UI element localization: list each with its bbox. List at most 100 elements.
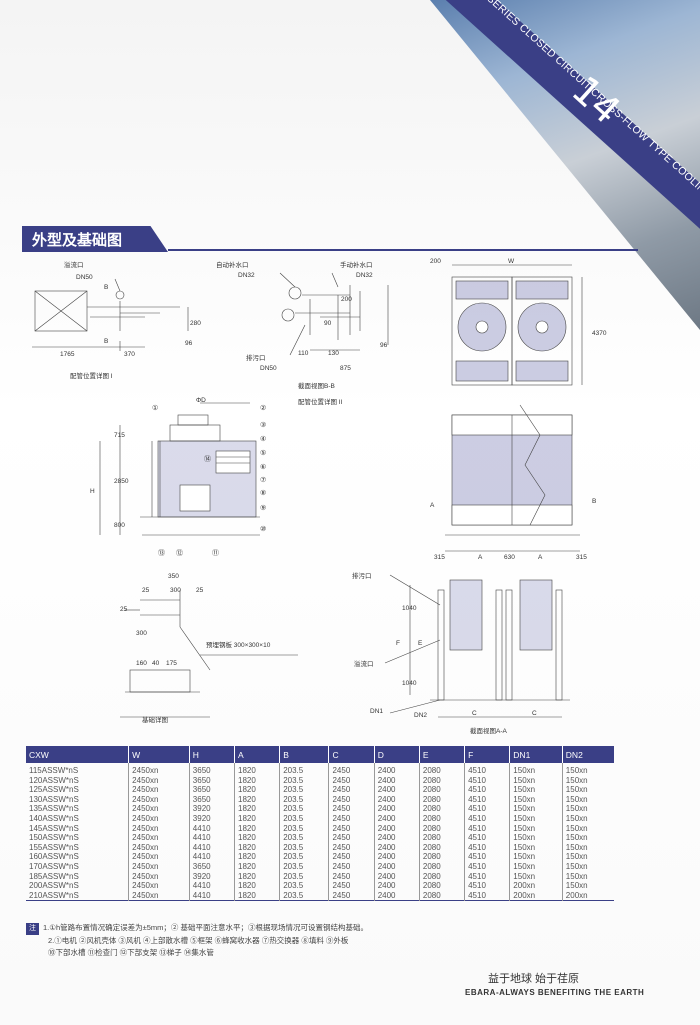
note-line: ⑩下部水槽 ⑪检查门 ⑫下部支架 ⑬梯子 ⑭集水管	[48, 948, 214, 957]
callout-10: ⑩	[260, 525, 266, 533]
label-drain: 排污口	[246, 353, 266, 362]
table-cell: 3650	[189, 775, 236, 786]
table-header-row: CXW W H A B C D E F DN1 DN2	[26, 746, 614, 763]
label-pipe-detail-1: 配管位置详图 I	[70, 371, 113, 380]
table-cell: 200xn	[509, 881, 563, 891]
callout-14: ⑭	[204, 455, 211, 463]
note-text: 1.①h管路布置情况确定误差为±5mm；② 基础平面注意水平；③根据现场情况可设…	[43, 923, 369, 932]
dim-90: 90	[324, 320, 332, 327]
dim-200: 200	[341, 296, 352, 303]
table-cell: 150xn	[565, 871, 588, 881]
section-tab	[22, 226, 168, 252]
callout-3: ③	[260, 421, 266, 429]
table-cell: 4510	[464, 842, 511, 853]
table-cell: 2450xn	[128, 861, 190, 872]
col-header: DN2	[562, 746, 614, 763]
dim-315: 315	[576, 554, 587, 561]
table-cell: 2450xn	[128, 881, 190, 891]
pipe-detail-2-drawing	[279, 272, 389, 356]
table-cell: 4510	[464, 785, 511, 795]
section-rule	[168, 249, 638, 251]
table-cell: 150xn	[565, 833, 588, 843]
callout-1: ①	[152, 404, 158, 412]
slogan-cn: 益于地球 始于荏原	[488, 973, 580, 985]
dim-315: 315	[434, 554, 445, 561]
dim-175: 175	[166, 660, 177, 667]
label-f: F	[396, 640, 400, 647]
table-cell: 130ASSW*nS	[26, 794, 130, 805]
label-b: B	[592, 498, 596, 505]
table-cell: 2080	[419, 794, 466, 805]
technical-drawings: 溢流口 DN50 B B 1765 370 280 96 配管位置详图 I 自动…	[32, 258, 607, 735]
table-cell: 150xn	[565, 813, 588, 823]
label-e: E	[418, 640, 423, 647]
table-cell: 203.5	[279, 763, 330, 776]
table-cell: 1820	[234, 852, 281, 862]
table-cell: 4510	[464, 871, 511, 882]
table-cell: 2450	[328, 833, 375, 843]
label-dn2: DN2	[414, 712, 427, 719]
table-cell: 2450xn	[128, 833, 190, 843]
table-cell: 2080	[419, 852, 466, 862]
label-dn50: DN50	[76, 274, 93, 281]
table-cell: 2400	[374, 775, 420, 786]
table-cell: 2450	[328, 785, 375, 795]
table-cell: 2400	[374, 813, 420, 824]
table-cell: 4410	[189, 842, 236, 853]
section-title: 外型及基础图	[32, 232, 123, 249]
dim-800: 800	[114, 522, 125, 529]
table-cell: 150xn	[509, 842, 563, 853]
table-cell: 2080	[419, 881, 466, 891]
dim-200: 200	[430, 258, 441, 265]
table-cell: 2450	[328, 813, 375, 824]
col-header: E	[419, 746, 466, 763]
table-cell: 203.5	[279, 823, 330, 834]
table-cell: 1820	[234, 823, 281, 834]
callout-9: ⑨	[260, 504, 266, 512]
table-cell: 2450	[328, 852, 375, 862]
dim-370: 370	[124, 351, 135, 358]
dim-280: 280	[190, 320, 201, 327]
table-cell: 2450xn	[128, 823, 190, 834]
table-cell: 2450	[328, 861, 375, 872]
table-cell: 150xn	[509, 804, 563, 814]
table-cell: 203.5	[279, 890, 330, 901]
table-cell: 1820	[234, 881, 281, 891]
dim-1765: 1765	[60, 351, 75, 358]
table-cell: 2450	[328, 763, 375, 776]
table-cell: 150xn	[565, 775, 588, 785]
table-cell: 203.5	[279, 794, 330, 805]
table-cell: 1820	[234, 813, 281, 824]
table-cell: 150xn	[509, 794, 563, 805]
dim-350: 350	[168, 573, 179, 580]
table-cell: 3650	[189, 785, 236, 795]
table-cell: 2450xn	[128, 852, 190, 862]
table-cell: 203.5	[279, 861, 330, 872]
table-cell: 2450xn	[128, 794, 190, 805]
table-cell: 125ASSW*nS	[26, 785, 130, 795]
table-cell: 1820	[234, 763, 281, 776]
dim-25: 25	[196, 587, 204, 594]
dim-1040: 1040	[402, 605, 417, 612]
table-cell: 4410	[189, 833, 236, 843]
foundation-detail-drawing	[120, 590, 298, 718]
table-cell: 2080	[419, 861, 466, 872]
slogan-en: EBARA-ALWAYS BENEFITING THE EARTH	[465, 988, 645, 997]
label-embedded-plate: 预埋钢板 300×300×10	[206, 640, 271, 649]
table-cell: 203.5	[279, 785, 330, 795]
table-cell: 1820	[234, 804, 281, 814]
table-cell: 120ASSW*nS	[26, 775, 130, 786]
table-cell: 150xn	[565, 881, 588, 891]
label-auto-refill: 自动补水口	[216, 260, 249, 269]
label-drain: 排污口	[352, 571, 372, 580]
label-b: B	[104, 338, 108, 345]
table-cell: 150xn	[509, 861, 563, 872]
table-cell: 2450	[328, 871, 375, 882]
